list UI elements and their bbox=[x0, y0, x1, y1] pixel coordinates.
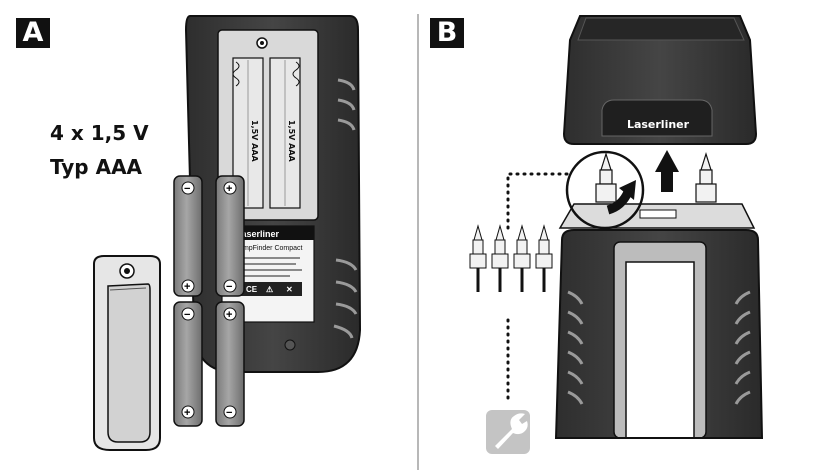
rotate-arrow-icon bbox=[606, 180, 636, 215]
brand-logo-text: Laserliner bbox=[627, 118, 690, 131]
battery-3: − + bbox=[173, 301, 203, 427]
svg-text:⚠: ⚠ bbox=[266, 285, 273, 294]
battery-2-plus-mark: + bbox=[226, 183, 232, 195]
device-label-brand: Laserliner bbox=[236, 229, 280, 239]
device-label-model: DampFinder Compact bbox=[234, 245, 303, 252]
battery-1-minus-mark: − bbox=[184, 183, 190, 195]
battery-4: + − bbox=[215, 301, 245, 427]
magnifier-circle bbox=[565, 150, 645, 230]
battery-3-minus-mark: − bbox=[184, 309, 190, 321]
wrench-icon bbox=[486, 410, 530, 454]
svg-text:CE: CE bbox=[246, 285, 258, 294]
svg-text:✕: ✕ bbox=[286, 285, 293, 294]
device-pins bbox=[595, 151, 717, 203]
device-back: 1,5V AAA 1,5V AAA Laserliner DampFinder … bbox=[184, 15, 362, 373]
battery-2: + − bbox=[215, 175, 245, 297]
leader-lines bbox=[506, 172, 569, 402]
panel-b-label: B bbox=[430, 18, 464, 48]
belt-clip bbox=[93, 255, 161, 451]
compartment-marking-2: 1,5V AAA bbox=[287, 120, 296, 163]
battery-2-minus-mark: − bbox=[226, 281, 232, 293]
device-front bbox=[554, 203, 764, 439]
battery-4-plus-mark: + bbox=[226, 309, 232, 321]
battery-1: − + bbox=[173, 175, 203, 297]
battery-1-plus-mark: + bbox=[184, 281, 190, 293]
compartment-marking-1: 1,5V AAA bbox=[250, 120, 259, 163]
battery-count-text: 4 x 1,5 V bbox=[50, 121, 149, 145]
spare-pins bbox=[469, 224, 553, 292]
battery-type-text: Typ AAA bbox=[50, 155, 143, 179]
battery-3-plus-mark: + bbox=[184, 407, 190, 419]
battery-4-minus-mark: − bbox=[226, 407, 232, 419]
batteries: − + + − − + + − bbox=[173, 175, 245, 427]
up-arrow-icon bbox=[655, 150, 679, 192]
protective-cap: Laserliner bbox=[562, 15, 758, 145]
panel-a-label: A bbox=[16, 18, 50, 48]
